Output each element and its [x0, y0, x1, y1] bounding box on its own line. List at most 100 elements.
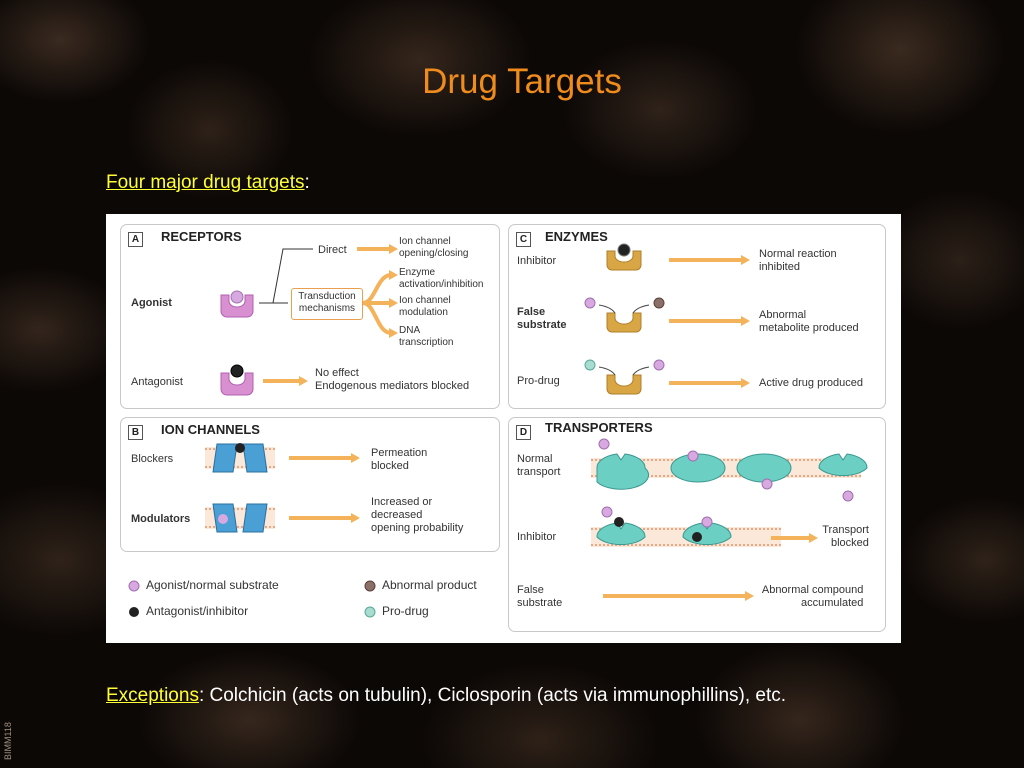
false-substrate-arrowhead — [741, 316, 750, 326]
substrate-4-icon — [842, 490, 854, 502]
prodrug-in-icon — [584, 359, 596, 371]
transporter-3-icon — [736, 453, 792, 483]
direct-label: Direct — [318, 244, 347, 256]
false-substrate-out-icon — [653, 297, 665, 309]
antagonist-arrowhead — [299, 376, 308, 386]
substrate-2-icon — [687, 450, 699, 462]
exceptions-link[interactable]: Exceptions — [106, 685, 199, 706]
blockers-label: Blockers — [131, 453, 174, 465]
legend-agonist: Agonist/normal substrate — [146, 578, 279, 592]
prodrug-label: Pro-drug — [517, 375, 560, 387]
channel-right-icon — [242, 443, 268, 473]
panel-letter-d: D — [516, 425, 531, 440]
legend-agonist-icon — [128, 580, 140, 592]
receptor-agonist-icon — [220, 294, 254, 318]
receptor-antagonist-icon — [220, 372, 254, 396]
receptors-title: RECEPTORS — [161, 229, 242, 244]
enzyme-arrowhead — [389, 270, 398, 280]
transport-inhibitor-arrowhead — [809, 533, 818, 543]
transporter-2-icon — [670, 453, 726, 483]
antagonist-label: Antagonist — [131, 376, 183, 388]
inhibitor-ligand-1-icon — [614, 517, 624, 527]
transporters-drawing — [591, 438, 868, 601]
antagonist-ligand-icon — [230, 364, 244, 378]
prodrug-arrowhead — [741, 378, 750, 388]
panel-ion-channels: B ION CHANNELS Blockers Modulators Perme… — [120, 417, 500, 552]
legend: Agonist/normal substrate Antagonist/inhi… — [120, 572, 498, 632]
false-substrate-in-icon — [584, 297, 596, 309]
inhibited-transporter-1-icon — [596, 522, 646, 546]
inhibitor-substrate-2-icon — [701, 516, 713, 528]
dna-arrow — [362, 301, 392, 335]
prodrug-outcome: Active drug produced — [759, 377, 863, 389]
legend-antagonist-icon — [129, 607, 139, 617]
substrate-3-icon — [761, 478, 773, 490]
legend-abnormal: Abnormal product — [382, 578, 477, 592]
direct-connector — [272, 248, 313, 304]
enzyme-arrow — [362, 273, 392, 305]
prodrug-out-icon — [653, 359, 665, 371]
modulator-ligand-icon — [218, 514, 228, 524]
blockers-arrowhead — [351, 453, 360, 463]
side-code: BIMM118 — [3, 722, 13, 760]
dna-arrowhead — [389, 328, 398, 338]
panel-letter-c: C — [516, 232, 531, 247]
false-substrate-flow — [598, 304, 650, 314]
inhibitor-ligand-2-icon — [692, 532, 702, 542]
intro-link[interactable]: Four major drug targets — [106, 172, 305, 193]
channel-left-icon — [212, 443, 238, 473]
legend-antagonist: Antagonist/inhibitor — [146, 604, 249, 618]
receptors-drawing — [220, 244, 398, 396]
intro-line: Four major drug targets: — [106, 172, 310, 194]
enzymes-drawing — [584, 243, 750, 395]
enzyme-inhibitor-icon — [606, 250, 642, 271]
enzyme-prodrug-icon — [606, 374, 642, 395]
agonist-ligand-icon — [230, 290, 244, 304]
ion-channels-title: ION CHANNELS — [161, 422, 260, 437]
enzymes-title: ENZYMES — [545, 229, 608, 244]
transport-inhibitor-label: Inhibitor — [517, 531, 557, 543]
modulated-channel-right-icon — [242, 503, 268, 533]
ion-channels-drawing — [205, 443, 360, 533]
transporter-4-icon — [818, 453, 868, 477]
panel-letter-a: A — [128, 232, 143, 247]
legend-prodrug-icon — [364, 606, 376, 618]
modulation-arrowhead — [389, 298, 398, 308]
direct-arrowhead — [389, 244, 398, 254]
prodrug-flow — [598, 366, 650, 376]
enzyme-inhibitor-ligand-icon — [617, 243, 631, 257]
legend-swatches — [128, 580, 376, 618]
enzyme-false-substrate-icon — [606, 312, 642, 333]
transporter-1-icon — [596, 453, 650, 490]
modulators-label: Modulators — [131, 513, 191, 525]
intro-punct: : — [304, 172, 310, 193]
enzyme-inhibitor-arrowhead — [741, 255, 750, 265]
substrate-1-icon — [598, 438, 610, 450]
drug-targets-figure: A RECEPTORS Agonist Antagonist Direct Io… — [106, 214, 901, 643]
panel-receptors: A RECEPTORS Agonist Antagonist Direct Io… — [120, 224, 500, 409]
agonist-label: Agonist — [131, 297, 172, 309]
exceptions-line: Exceptions: Colchicin (acts on tubulin),… — [106, 685, 786, 707]
exceptions-text: : Colchicin (acts on tubulin), Ciclospor… — [198, 685, 787, 706]
modulators-arrowhead — [351, 513, 360, 523]
false-transport-arrowhead — [745, 591, 754, 601]
legend-abnormal-icon — [364, 580, 376, 592]
enzyme-inhibitor-label: Inhibitor — [517, 255, 557, 267]
